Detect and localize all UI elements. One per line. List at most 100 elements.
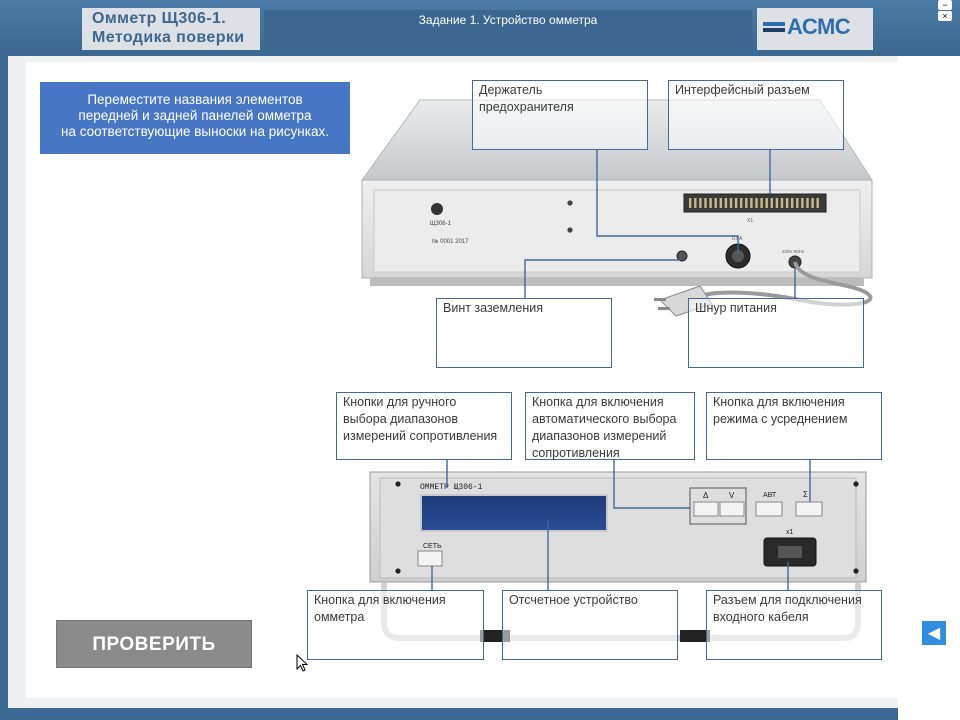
callout-manual-range-line2: выбора диапазонов	[343, 412, 458, 426]
interface-port-pin	[729, 198, 733, 208]
interface-port-pin	[719, 198, 722, 208]
interface-port-pin	[785, 198, 789, 208]
auto-button-label: АВТ	[763, 492, 777, 499]
callout-averaging[interactable]: Кнопка для включения режима с усреднение…	[706, 392, 882, 460]
ground-screw	[676, 250, 688, 262]
callout-auto-range-line4: сопротивления	[532, 446, 620, 460]
interface-port-pin	[740, 198, 743, 208]
course-title-line2: Методика поверки	[92, 29, 245, 46]
rear-screw-top	[567, 200, 573, 206]
interface-port-pin	[796, 198, 799, 208]
course-title: Омметр Щ306-1. Методика поверки	[82, 8, 260, 50]
interface-port-pin	[780, 198, 784, 208]
front-screw-tr	[853, 481, 859, 487]
callout-fuse-holder[interactable]: Держатель предохранителя	[472, 80, 648, 150]
interface-port-pin	[694, 198, 697, 208]
callout-power-button[interactable]: Кнопка для включения омметра	[307, 590, 484, 660]
auto-button	[755, 501, 783, 517]
v-button-label: V	[729, 491, 735, 500]
leader-ground	[524, 259, 680, 298]
input-connector-label: x1	[786, 529, 794, 536]
interface-port-pins	[689, 198, 819, 208]
interface-port-pin	[709, 198, 712, 208]
callout-power-cord-line1: Шнур питания	[695, 301, 777, 315]
callout-input-connector-line1: Разъем для подключения	[713, 593, 862, 607]
power-button	[417, 550, 443, 567]
interface-port-pin	[745, 198, 748, 208]
interface-port-pin	[714, 198, 717, 208]
front-panel-device: ОММЕТР Щ306-1 Δ V АВТ Σ СЕТЬ x1	[369, 471, 867, 642]
sigma-button-label: Σ	[803, 490, 808, 499]
close-button[interactable]: ×	[938, 11, 952, 21]
rear-device-foot	[370, 278, 864, 286]
interface-port-pin	[734, 198, 738, 208]
v-button	[719, 501, 745, 517]
callout-fuse-holder-line1: Держатель	[479, 83, 543, 97]
callout-auto-range-line3: диапазонов измерений	[532, 429, 667, 443]
right-strip	[898, 56, 960, 720]
interface-port-pin	[724, 198, 728, 208]
display-screen	[422, 496, 606, 530]
sigma-button	[795, 501, 823, 517]
power-input-label: 220V 50Hz	[782, 249, 805, 254]
rear-screw-bottom	[567, 227, 573, 233]
callout-input-connector[interactable]: Разъем для подключения входного кабеля	[706, 590, 882, 660]
instruction-line3: на соответствующие выноски на рисунках.	[61, 124, 329, 139]
instruction-box: Переместите названия элементов передней …	[40, 82, 350, 154]
power-button-label: СЕТЬ	[423, 543, 442, 550]
window-controls: − ×	[938, 0, 956, 22]
fuse-holder-cap	[732, 250, 744, 262]
interface-port-pin	[750, 198, 753, 208]
callout-ground-screw-line1: Винт заземления	[443, 301, 543, 315]
front-screw-bl	[395, 568, 401, 574]
interface-port-pin	[760, 198, 763, 208]
minimize-button[interactable]: −	[938, 0, 952, 10]
interface-port-pin	[801, 198, 804, 208]
check-button[interactable]: ПРОВЕРИТЬ	[56, 620, 252, 668]
callout-manual-range-line1: Кнопки для ручного	[343, 395, 457, 409]
interface-port-pin	[791, 198, 794, 208]
callout-interface-port-line1: Интерфейсный разъем	[675, 83, 810, 97]
interface-port-label: X1	[747, 218, 753, 224]
rear-model-label: Щ306-1	[430, 221, 452, 227]
callout-power-cord[interactable]: Шнур питания	[688, 298, 864, 368]
callout-interface-port[interactable]: Интерфейсный разъем	[668, 80, 844, 150]
callout-manual-range[interactable]: Кнопки для ручного выбора диапазонов изм…	[336, 392, 512, 460]
interface-port-pin	[765, 198, 768, 208]
callout-manual-range-line3: измерений сопротивления	[343, 429, 498, 443]
plug-pin-2	[658, 307, 670, 310]
range-buttons-frame	[689, 487, 747, 525]
interface-port-pin	[755, 198, 758, 208]
callout-power-button-line2: омметра	[314, 610, 365, 624]
leader-fuse	[596, 150, 739, 254]
logo-stripes-icon	[763, 22, 785, 32]
callout-display[interactable]: Отсчетное устройство	[502, 590, 678, 660]
callout-fuse-holder-line2: предохранителя	[479, 100, 574, 114]
plug-pin-1	[654, 298, 666, 301]
leader-auto	[613, 460, 690, 509]
input-connector-slot	[778, 546, 802, 558]
task-title: Задание 1. Устройство омметра	[264, 10, 752, 50]
callout-ground-screw[interactable]: Винт заземления	[436, 298, 612, 368]
callout-auto-range[interactable]: Кнопка для включения автоматического выб…	[525, 392, 695, 460]
interface-port-pin	[704, 198, 707, 208]
callout-averaging-line1: Кнопка для включения	[713, 395, 845, 409]
interface-port-pin	[816, 198, 819, 208]
front-model-label: ОММЕТР Щ306-1	[420, 483, 483, 492]
logo-text: АСМС	[787, 14, 851, 39]
rear-serial-label: № 0001 2017	[432, 238, 469, 245]
callout-auto-range-line1: Кнопка для включения	[532, 395, 664, 409]
interface-port-pin	[811, 198, 814, 208]
app-header: Омметр Щ306-1. Методика поверки Задание …	[0, 0, 960, 56]
back-button[interactable]: ◀	[921, 620, 947, 646]
delta-button	[693, 501, 719, 517]
callout-display-line1: Отсчетное устройство	[509, 593, 638, 607]
callout-input-connector-line2: входного кабеля	[713, 610, 809, 624]
delta-button-label: Δ	[703, 491, 709, 500]
interface-port-pin	[689, 198, 692, 208]
interface-port-pin	[806, 198, 809, 208]
instruction-line1: Переместите названия элементов	[87, 92, 303, 107]
callout-power-button-line1: Кнопка для включения	[314, 593, 446, 607]
mouse-cursor-icon	[296, 654, 308, 672]
rostest-mark-icon	[431, 203, 443, 215]
